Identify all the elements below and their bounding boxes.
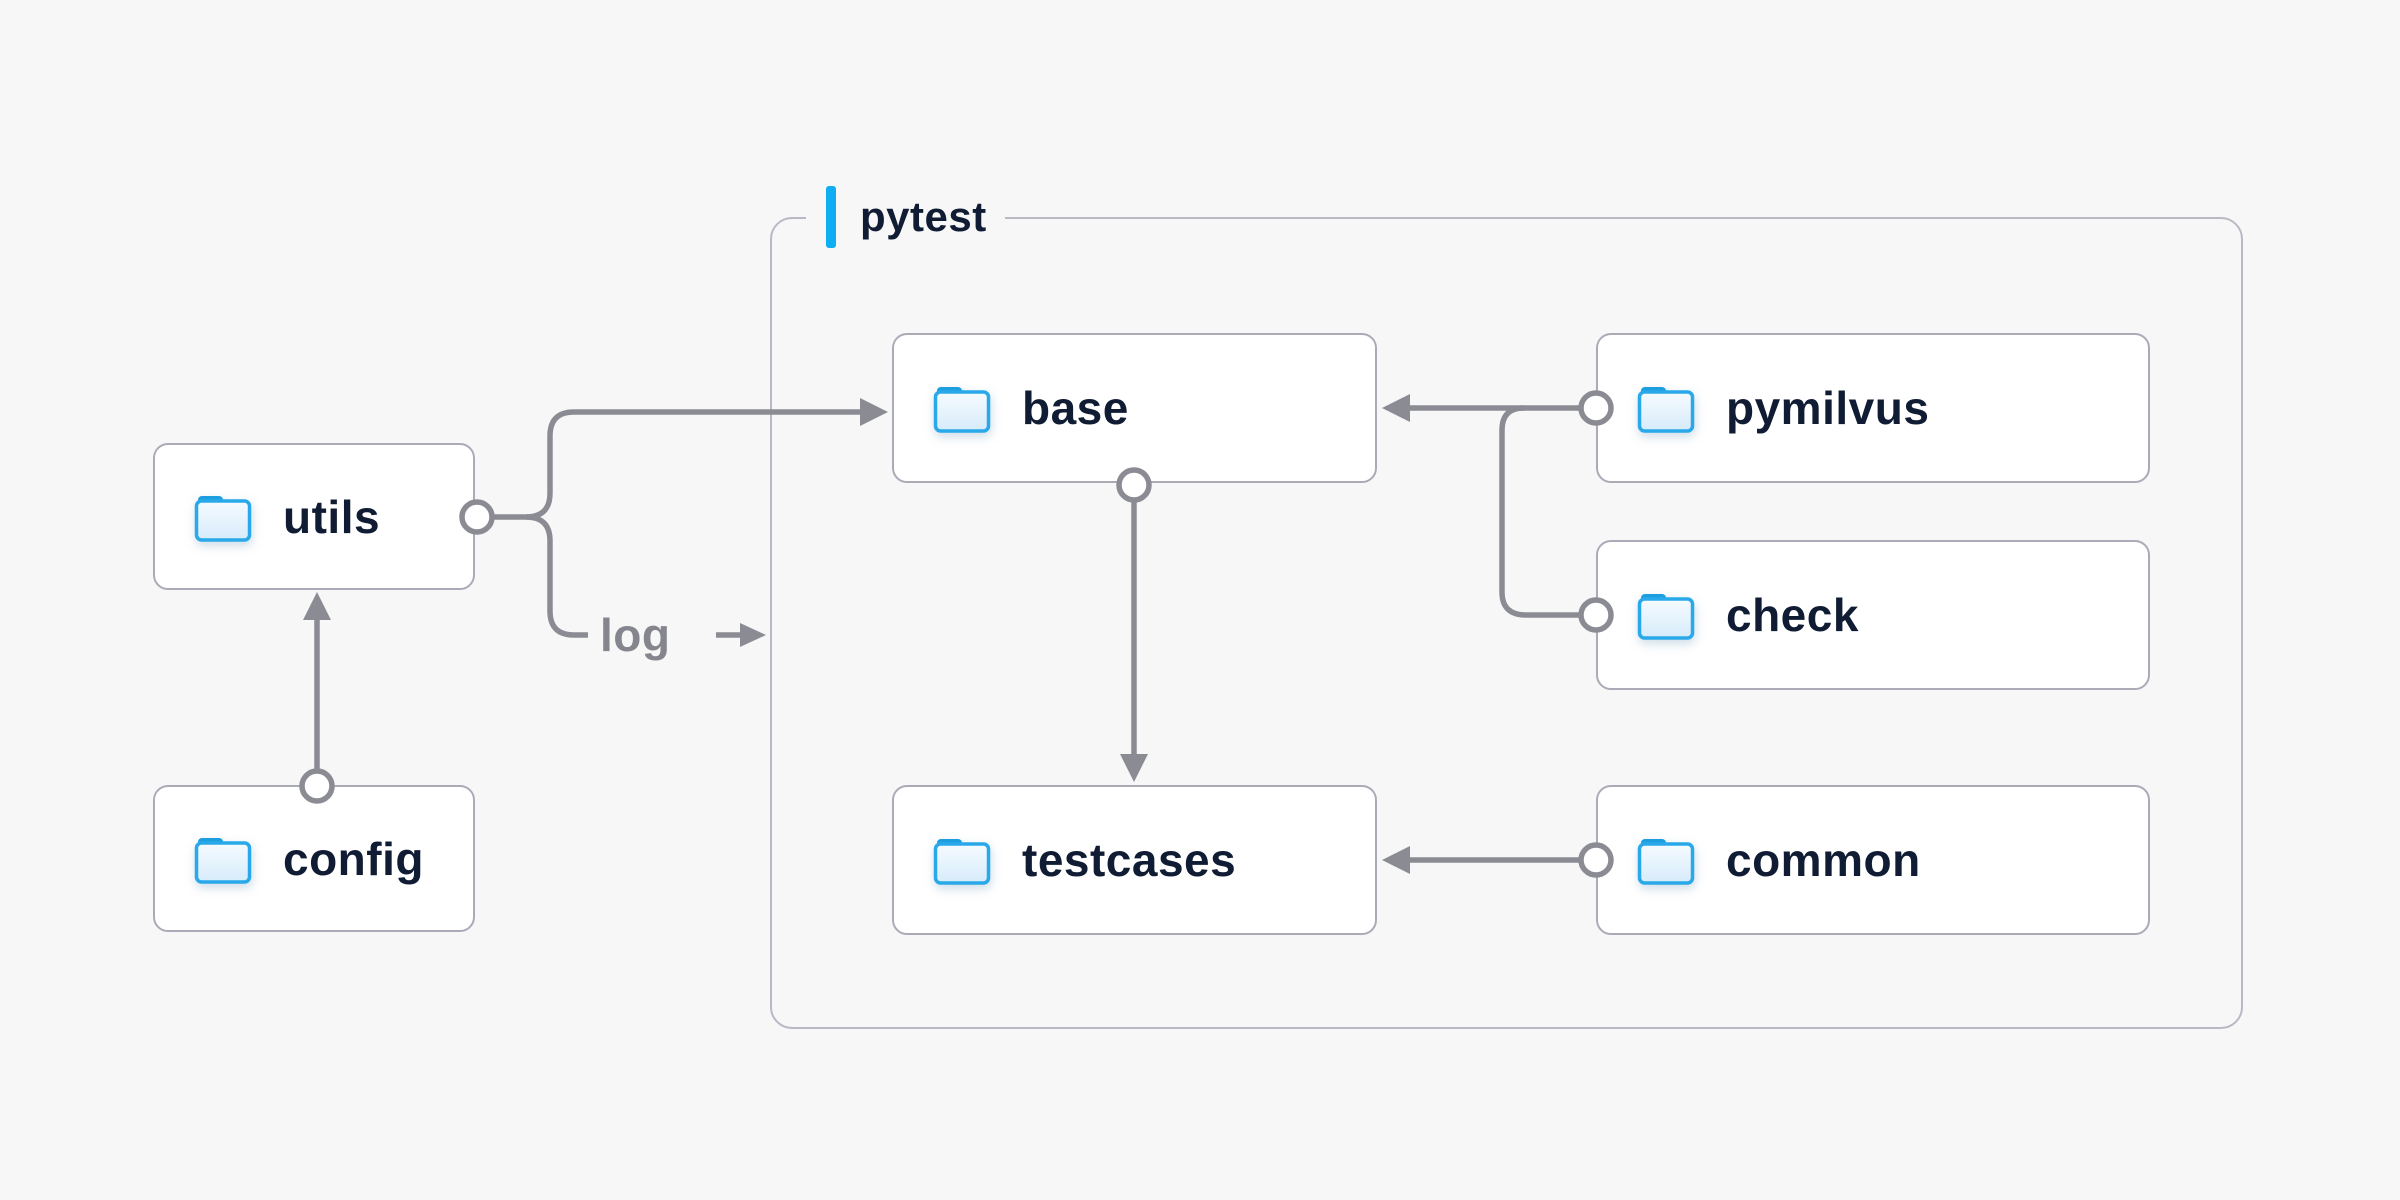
folder-icon xyxy=(194,837,252,884)
log-edge-label: log xyxy=(600,609,671,661)
node-label: base xyxy=(1022,382,1129,434)
node-testcases: testcases xyxy=(892,785,1377,935)
node-label: common xyxy=(1726,834,1921,886)
folder-icon xyxy=(1637,387,1695,433)
node-label: testcases xyxy=(1022,834,1237,886)
node-check: check xyxy=(1596,540,2150,690)
node-common: common xyxy=(1596,785,2150,935)
node-label: check xyxy=(1726,589,1859,641)
node-pymilvus: pymilvus xyxy=(1596,333,2150,483)
pytest-group-label: pytest xyxy=(806,182,1005,252)
node-label: utils xyxy=(283,490,381,543)
node-base: base xyxy=(892,333,1377,483)
node-label: pymilvus xyxy=(1726,382,1930,434)
edge-config-to-utils xyxy=(303,592,331,770)
folder-icon xyxy=(933,839,991,885)
pytest-group-title: pytest xyxy=(860,193,987,240)
folder-icon xyxy=(194,495,252,542)
node-config: config xyxy=(153,785,475,932)
folder-icon xyxy=(1637,839,1695,885)
folder-icon xyxy=(933,387,991,433)
folder-icon xyxy=(1637,594,1695,640)
pytest-group-container xyxy=(770,217,2243,1029)
node-utils: utils xyxy=(153,443,475,590)
node-label: config xyxy=(283,832,424,885)
blue-accent-bar xyxy=(826,186,836,248)
